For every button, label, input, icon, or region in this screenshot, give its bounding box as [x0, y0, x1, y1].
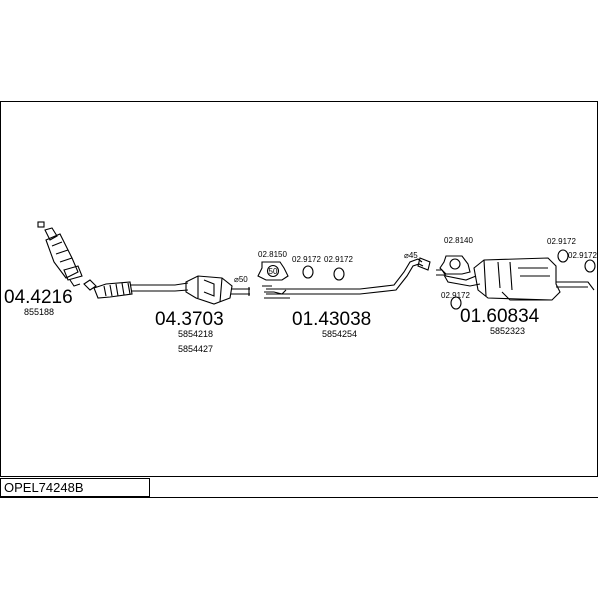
accessory-code: 02.9172	[568, 251, 597, 260]
vehicle-code: OPEL74248B	[0, 478, 150, 497]
bottom-rule	[0, 497, 598, 498]
rubber-mount-3	[450, 296, 462, 310]
part-number-01-60834: 01.60834	[460, 306, 540, 327]
diagram-frame	[0, 101, 598, 477]
part-number-04-3703: 04.3703	[155, 309, 224, 330]
oe-ref: 5852323	[490, 326, 525, 336]
pipe-diameter-label: ⌀50	[234, 275, 248, 284]
front-pipe-drawing	[83, 279, 189, 299]
part-number-01-43038: 01.43038	[292, 309, 371, 330]
catalyst-converter-drawing	[185, 275, 250, 305]
accessory-clamp-2	[439, 255, 471, 275]
accessory-code: 02.9172	[292, 255, 321, 264]
accessory-code: 02.8150	[258, 250, 287, 259]
accessory-code: 02.9172	[324, 255, 353, 264]
accessory-clamp-50: 50	[257, 261, 289, 281]
oe-ref: 5854218	[178, 329, 213, 339]
manifold-catalyst-drawing	[37, 221, 83, 287]
intermediate-pipe-drawing	[262, 257, 431, 299]
rubber-mount-2	[333, 267, 345, 281]
oe-ref: 855188	[24, 307, 54, 317]
accessory-code: 02.9172	[441, 291, 470, 300]
oe-ref: 5854427	[178, 344, 213, 354]
accessory-code: 02.9172	[547, 237, 576, 246]
part-number-04-4216: 04.4216	[4, 287, 73, 308]
rubber-mount-1	[302, 265, 314, 279]
rubber-mount-4	[557, 249, 569, 263]
pipe-diameter-label: ⌀45	[404, 251, 418, 260]
rubber-mount-5	[584, 259, 596, 273]
rear-muffler-drawing	[436, 257, 595, 301]
clamp-diameter-badge: 50	[269, 267, 278, 276]
oe-ref: 5854254	[322, 329, 357, 339]
accessory-code: 02.8140	[444, 236, 473, 245]
